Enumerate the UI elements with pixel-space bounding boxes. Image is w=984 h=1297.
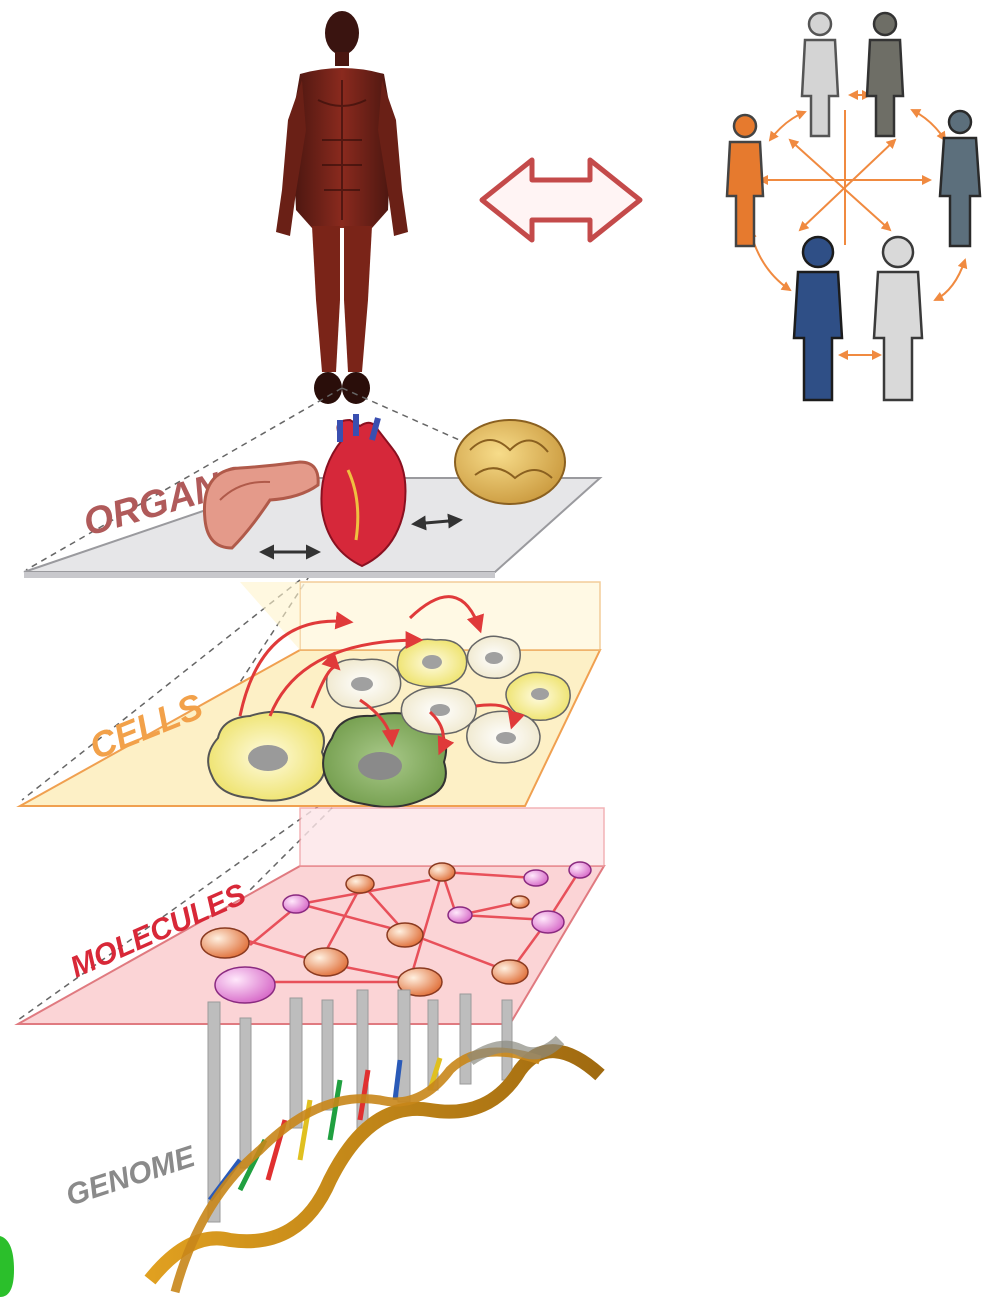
molecule-icon bbox=[201, 928, 249, 958]
cells-layer: CELLS bbox=[20, 582, 600, 807]
social-network bbox=[727, 13, 980, 400]
person-icon bbox=[802, 13, 838, 136]
person-icon bbox=[867, 13, 903, 136]
molecule-icon bbox=[448, 907, 472, 923]
organs-layer: ORGANS bbox=[24, 414, 600, 578]
molecule-icon bbox=[215, 967, 275, 1003]
cell-icon bbox=[397, 639, 466, 686]
molecules-layer: MOLECULES bbox=[18, 808, 604, 1024]
molecule-icon bbox=[283, 895, 309, 913]
molecule-icon bbox=[346, 875, 374, 893]
genome-layer: GENOME bbox=[62, 990, 600, 1292]
molecule-icon bbox=[492, 960, 528, 984]
person-icon bbox=[874, 237, 922, 400]
human-body-icon bbox=[276, 11, 408, 404]
molecule-icon bbox=[429, 863, 455, 881]
person-icon bbox=[794, 237, 842, 400]
cell-icon bbox=[401, 687, 476, 734]
molecule-icon bbox=[387, 923, 423, 947]
molecule-icon bbox=[524, 870, 548, 886]
brain-icon bbox=[455, 420, 565, 504]
cell-icon bbox=[467, 711, 540, 763]
molecule-icon bbox=[304, 948, 348, 976]
molecule-icon bbox=[569, 862, 591, 878]
cell-icon bbox=[467, 636, 520, 678]
cell-icon bbox=[208, 712, 325, 801]
genome-label: GENOME bbox=[62, 1140, 200, 1213]
molecule-icon bbox=[532, 911, 564, 933]
double-arrow-icon bbox=[482, 160, 640, 240]
person-icon bbox=[727, 115, 763, 246]
person-icon bbox=[940, 111, 980, 246]
edge-accent bbox=[0, 1236, 14, 1297]
molecule-icon bbox=[511, 896, 529, 908]
